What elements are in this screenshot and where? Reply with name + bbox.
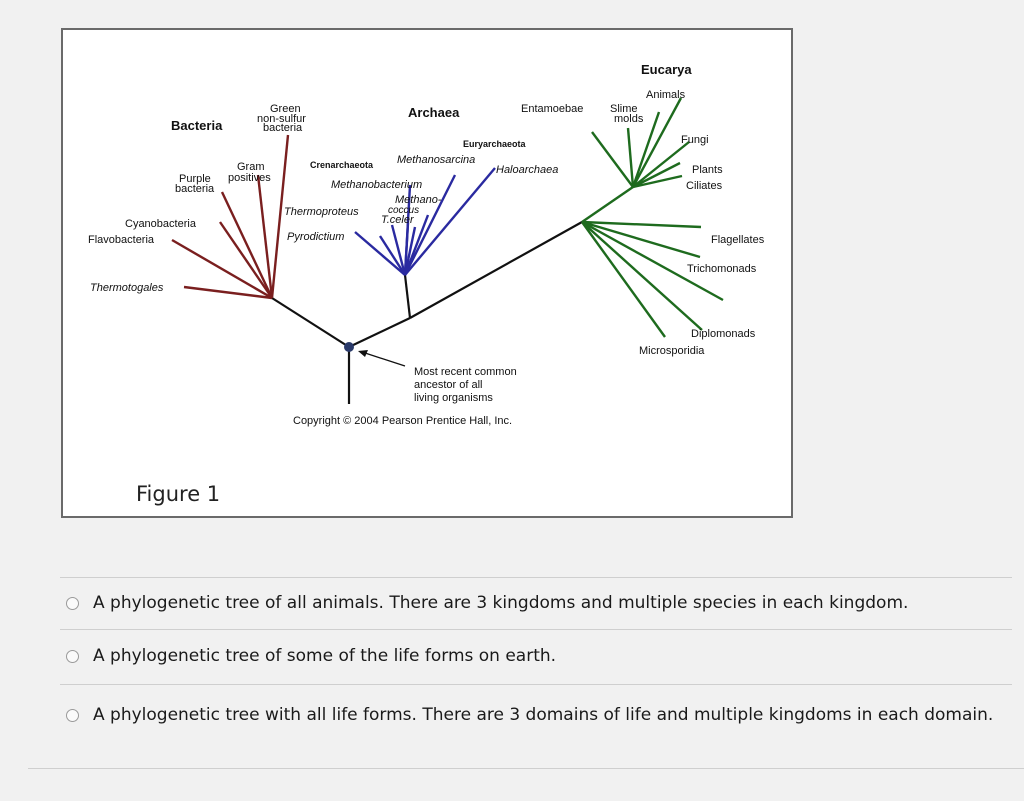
label-plants: Plants [692,164,723,176]
ancestor-arrow [361,351,406,367]
bottom-divider [28,768,1024,769]
answer-option-label: A phylogenetic tree with all life forms.… [93,705,994,725]
figure-frame [61,28,793,518]
eucarya-stem [409,221,583,319]
label-mrca-line2: ancestor of all [414,379,482,391]
ancestor-arrow-head [358,350,368,357]
label-flagellates: Flagellates [711,234,765,246]
bacteria-stem [271,297,350,348]
tree-trunk [271,221,583,404]
label-copyright: Copyright © 2004 Pearson Prentice Hall, … [293,415,512,427]
radio-button-icon[interactable] [66,708,79,722]
bacteria-branches [171,134,290,300]
divider [60,629,1012,630]
label-methanosarcina: Methanosarcina [397,154,475,166]
label-thermoproteus: Thermoproteus [284,206,359,218]
label-crenarchaeota: Crenarchaeota [310,160,374,170]
label-animals: Animals [646,89,686,101]
label-fungi: Fungi [681,134,709,146]
answer-option-label: A phylogenetic tree of all animals. Ther… [93,593,909,613]
archaea-eucarya-stem [348,317,411,348]
label-purple-bacteria: bacteria [175,183,215,195]
label-positives: positives [228,172,271,184]
label-tceler: T.celer [381,214,415,226]
label-methanobacterium: Methanobacterium [331,179,422,191]
archaea-stem [403,274,412,319]
label-eucarya: Eucarya [641,62,692,77]
label-mrca-line1: Most recent common [414,366,517,378]
answer-option-1[interactable]: A phylogenetic tree of all animals. Ther… [66,588,908,618]
root-node [344,342,354,352]
radio-button-icon[interactable] [66,596,79,610]
label-nonsulfur: non-sulfur [257,113,306,125]
archaea-branches [354,167,496,276]
radio-button-icon[interactable] [66,649,79,663]
label-trichomonads: Trichomonads [687,263,757,275]
label-green: Green [270,103,301,115]
answer-option-2[interactable]: A phylogenetic tree of some of the life … [66,641,556,671]
eucarya-branches [581,97,724,338]
label-bacteria-green: bacteria [263,122,303,134]
label-flavobacteria: Flavobacteria [88,234,155,246]
label-ciliates: Ciliates [686,180,723,192]
label-thermotogales: Thermotogales [90,282,164,294]
label-pyrodictium: Pyrodictium [287,231,344,243]
answer-option-label: A phylogenetic tree of some of the life … [93,646,557,666]
label-bacteria: Bacteria [171,118,223,133]
answer-option-3[interactable]: A phylogenetic tree with all life forms.… [66,700,993,730]
label-mrca-line3: living organisms [414,392,493,404]
label-microsporidia: Microsporidia [639,345,705,357]
label-methano: Methano- [395,194,442,206]
divider [60,684,1012,685]
label-coccus: coccus [388,205,419,216]
label-gram: Gram [237,161,265,173]
label-diplomonads: Diplomonads [691,328,756,340]
label-archaea: Archaea [408,105,460,120]
label-entamoebae: Entamoebae [521,103,583,115]
label-slime: Slime [610,103,638,115]
divider [60,577,1012,578]
label-purple: Purple [179,173,211,185]
label-haloarchaea: Haloarchaea [496,164,558,176]
label-euryarchaeota: Euryarchaeota [463,139,527,149]
figure-caption: Figure 1 [136,482,221,506]
label-molds: molds [614,113,644,125]
label-cyanobacteria: Cyanobacteria [125,218,197,230]
